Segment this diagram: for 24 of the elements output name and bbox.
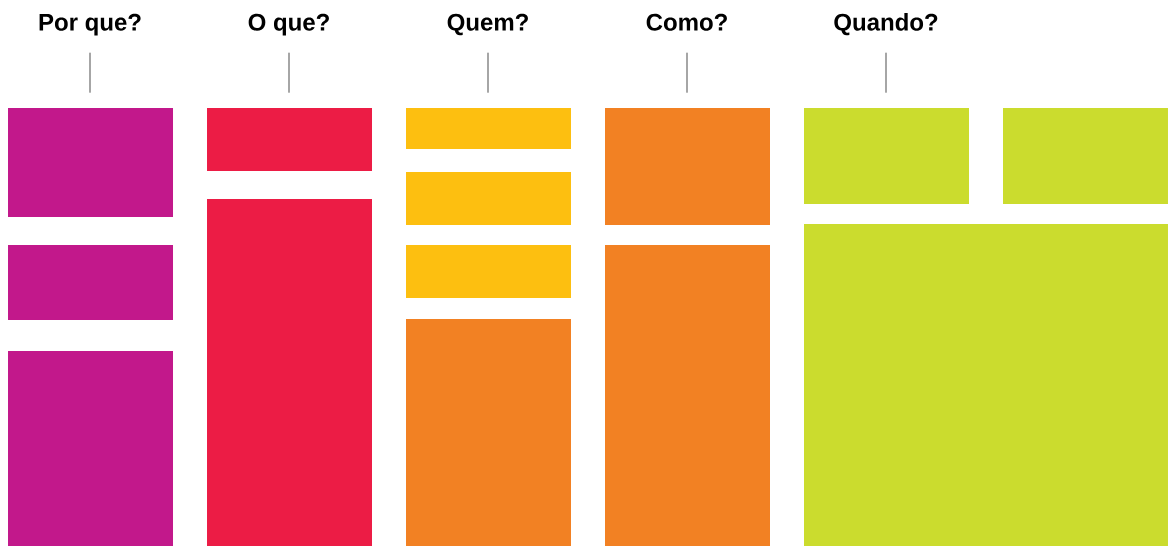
column-heading: O que?: [248, 13, 329, 36]
column-heading: Por que?: [39, 13, 141, 36]
column-heading: Quem?: [447, 13, 528, 36]
colour-block: [804, 224, 1168, 546]
colour-block: [207, 108, 372, 171]
tick-line: [288, 52, 290, 94]
colour-block: [8, 351, 173, 546]
colour-block: [406, 319, 571, 546]
tick-line: [89, 52, 91, 94]
colour-block: [605, 108, 770, 225]
colour-block: [8, 245, 173, 320]
colour-block: [406, 245, 571, 298]
tick-line: [487, 52, 489, 94]
tick-line: [885, 52, 887, 94]
colour-block: [406, 108, 571, 149]
colour-block: [406, 172, 571, 225]
colour-block: [207, 199, 372, 546]
column-heading: Como?: [646, 13, 727, 31]
tick-line: [686, 52, 688, 94]
colour-block: [8, 108, 173, 217]
colour-block: [1003, 108, 1168, 204]
column-heading: Quando?: [834, 13, 938, 36]
colour-block: [804, 108, 969, 204]
colour-block: [605, 245, 770, 546]
